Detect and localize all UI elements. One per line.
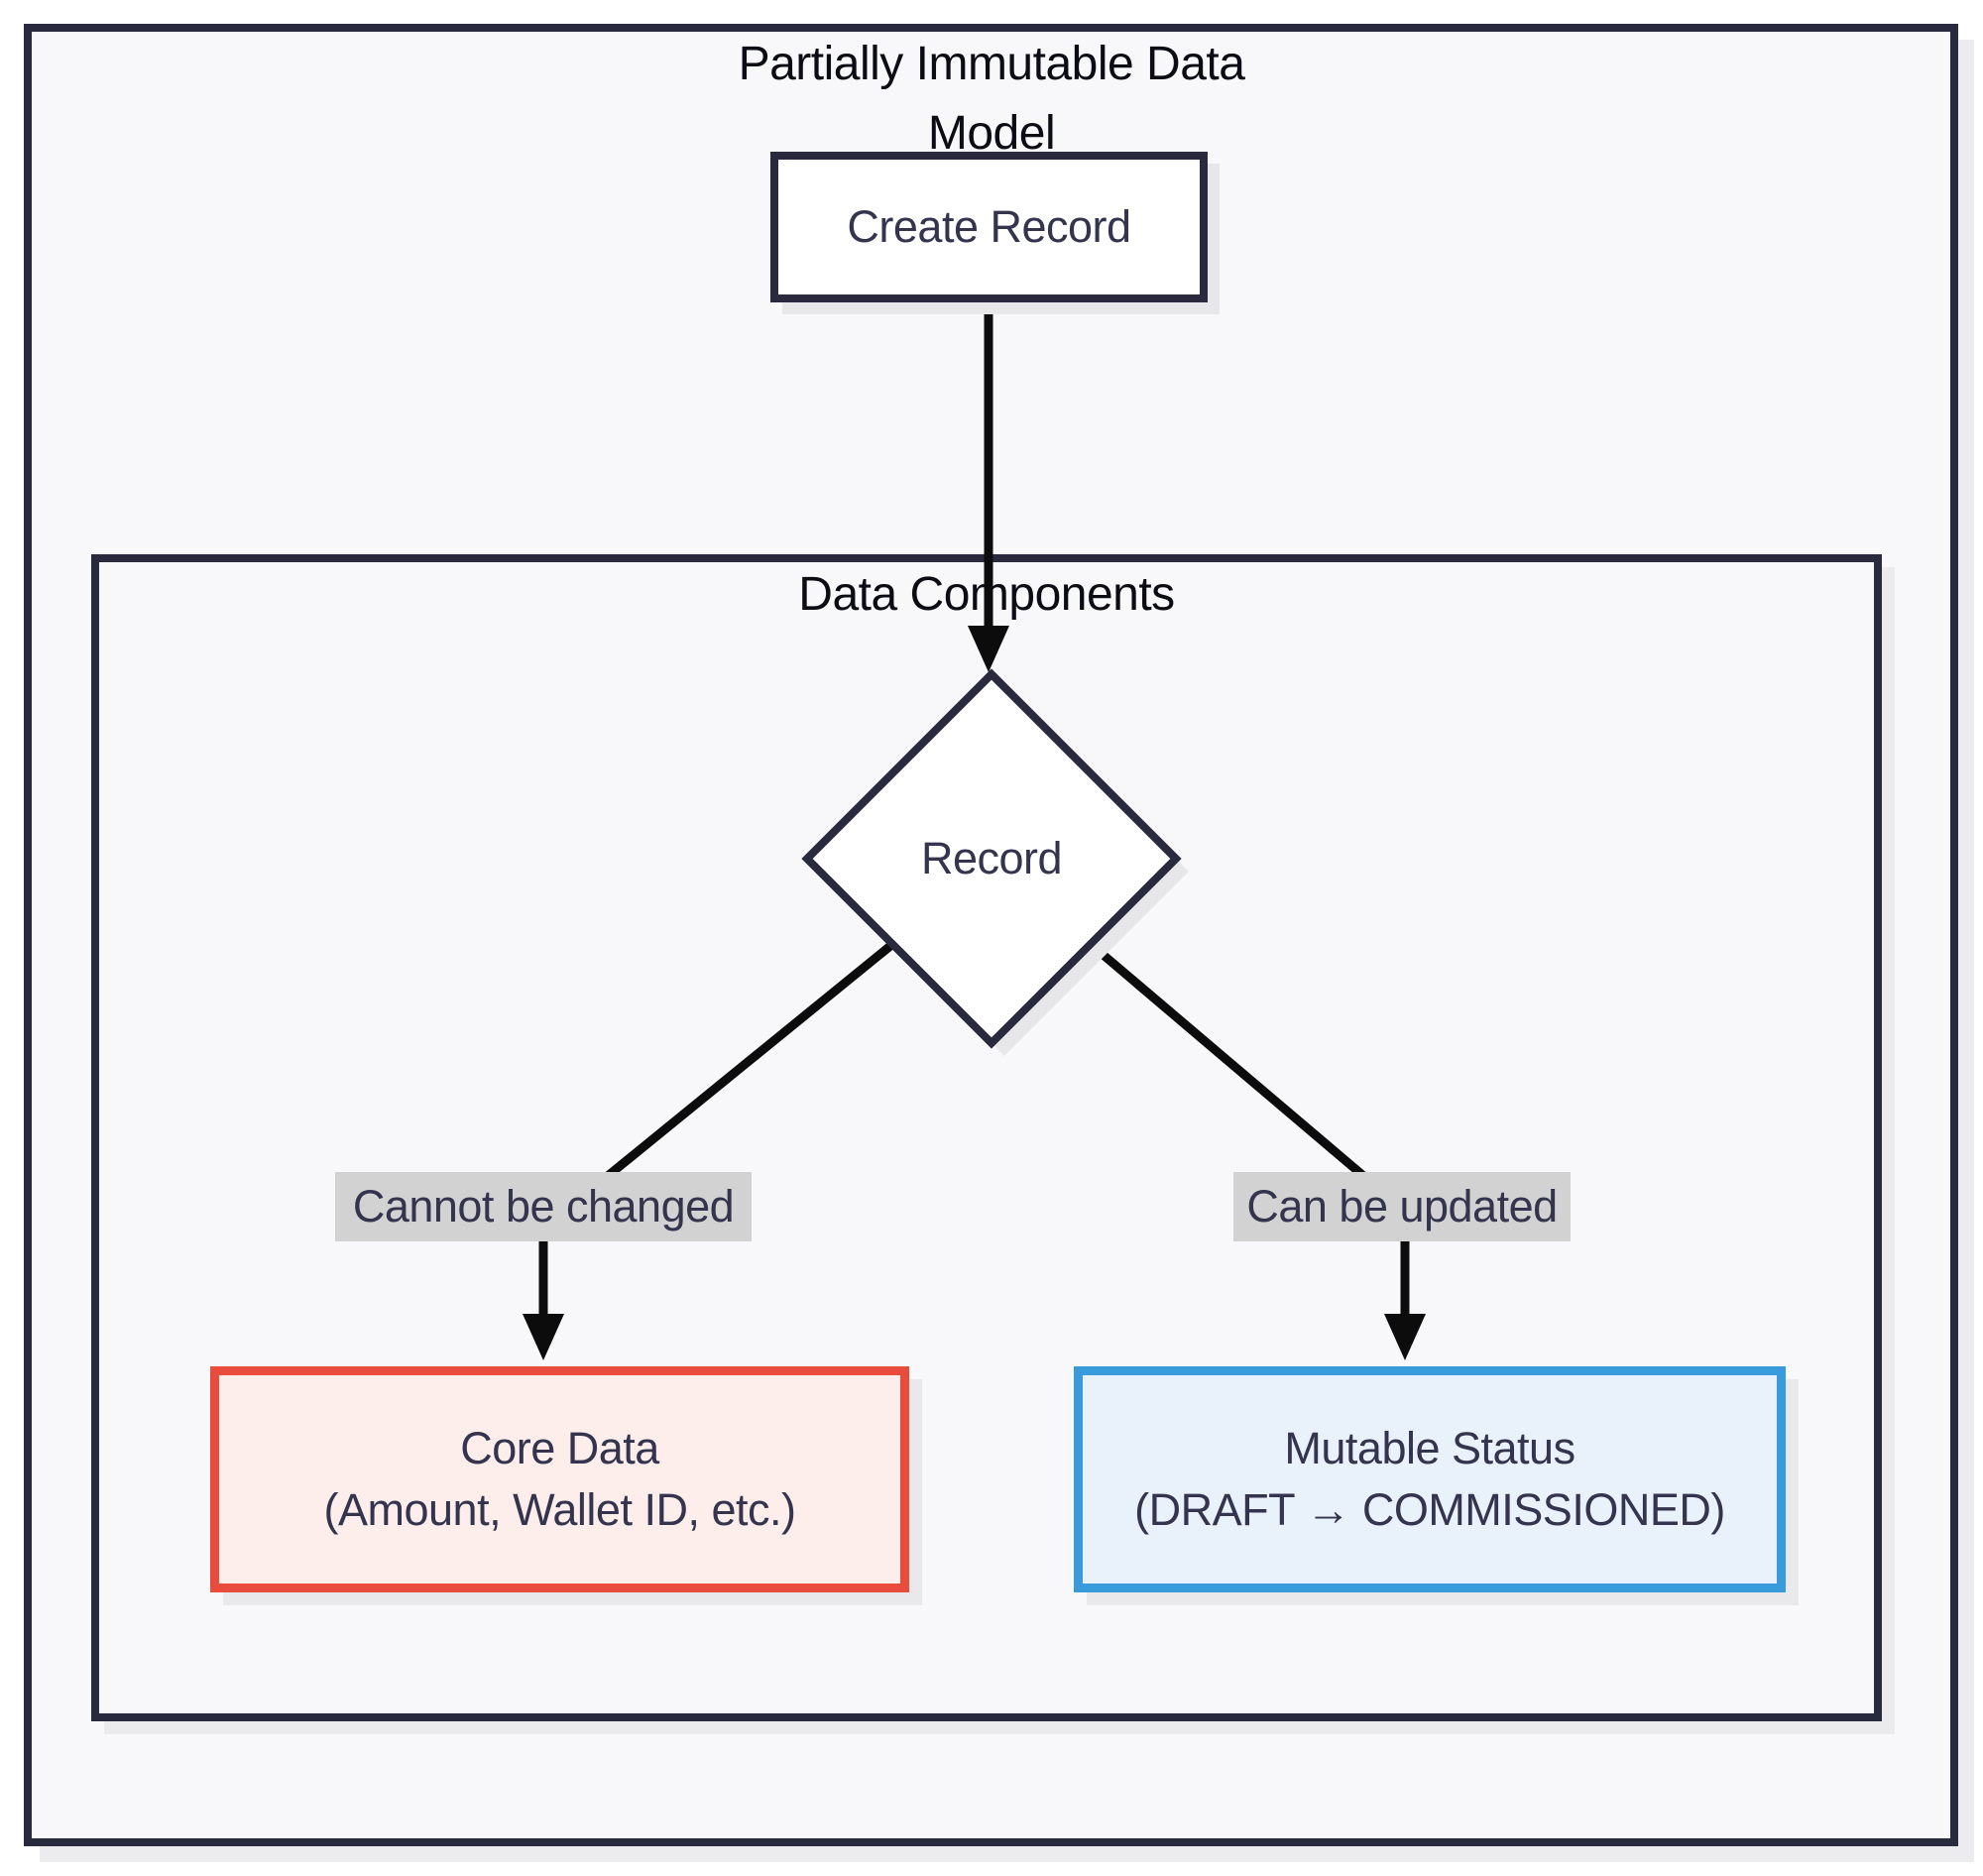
subgraph-title: Data Components [798,568,1175,621]
node-core-data-subtitle: (Amount, Wallet ID, etc.) [323,1484,796,1535]
edge-label-cannot-be-changed: Cannot be changed [335,1172,752,1241]
node-create-record: Create Record [770,152,1208,302]
node-mutable-status-title: Mutable Status [1284,1423,1575,1473]
node-core-data: Core Data (Amount, Wallet ID, etc.) [210,1366,909,1592]
edge-label-can-be-updated-text: Can be updated [1246,1181,1558,1231]
node-mutable-status-subtitle: (DRAFT → COMMISSIONED) [1134,1484,1725,1535]
node-core-data-title: Core Data [460,1423,659,1473]
node-record: Record [843,833,1140,884]
edge-label-cannot-be-changed-text: Cannot be changed [352,1181,735,1231]
node-create-record-label: Create Record [847,201,1131,252]
edge-label-can-be-updated: Can be updated [1233,1172,1571,1241]
node-mutable-status: Mutable Status (DRAFT → COMMISSIONED) [1074,1366,1786,1592]
node-record-label: Record [920,833,1063,883]
diagram-title: Partially Immutable Data Model [738,38,1245,160]
